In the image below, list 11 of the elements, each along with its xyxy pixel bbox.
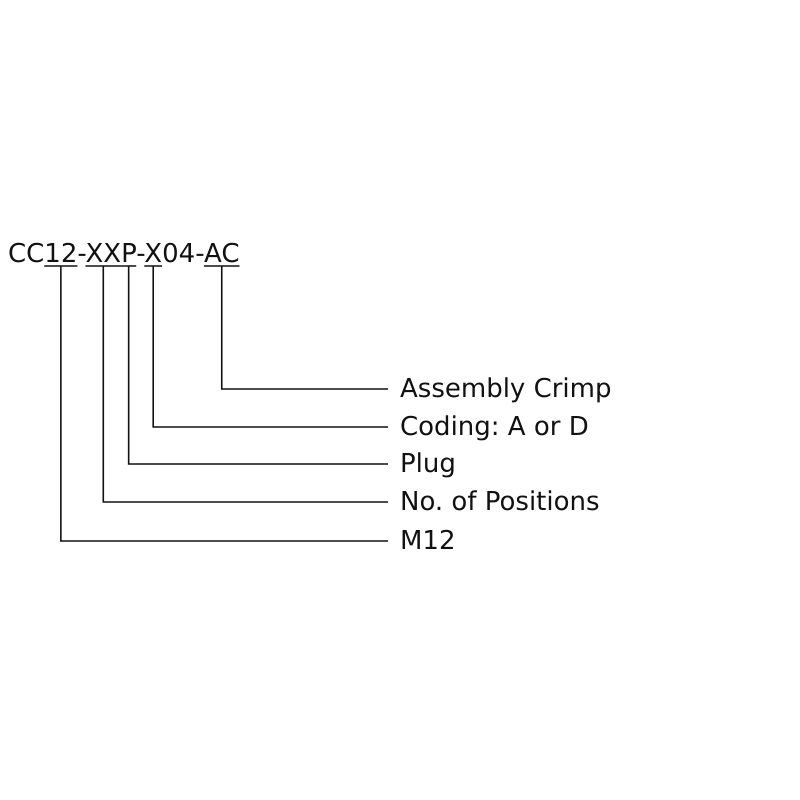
part-label: No. of Positions bbox=[400, 486, 600, 518]
part-number: CC12-XXP-X04-AC bbox=[8, 238, 240, 270]
leader-line bbox=[203, 265, 389, 390]
part-label: Plug bbox=[400, 448, 456, 480]
leader-line bbox=[120, 265, 389, 465]
part-label: Assembly Crimp bbox=[400, 373, 612, 405]
part-label: Coding: A or D bbox=[400, 411, 589, 443]
part-label: M12 bbox=[400, 525, 456, 557]
leader-line bbox=[44, 265, 389, 542]
leader-line bbox=[84, 265, 389, 503]
leader-line bbox=[144, 265, 389, 428]
